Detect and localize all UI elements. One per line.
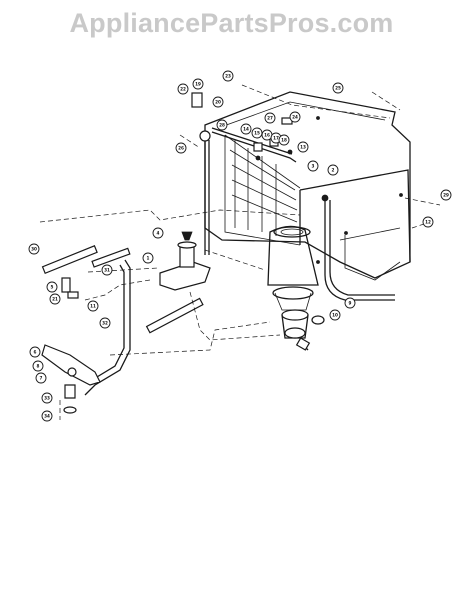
callout-2: 2 xyxy=(327,164,339,176)
callout-28: 28 xyxy=(216,119,228,131)
svg-text:19: 19 xyxy=(195,82,201,87)
svg-text:31: 31 xyxy=(104,268,110,273)
svg-text:21: 21 xyxy=(52,297,58,302)
dishwasher-tub xyxy=(204,91,411,311)
assembly-lines xyxy=(39,84,441,420)
callout-15: 15 xyxy=(251,127,263,139)
callout-24: 24 xyxy=(289,111,301,123)
lower-spray-arm xyxy=(41,344,101,386)
svg-text:23: 23 xyxy=(225,74,231,79)
callout-1: 1 xyxy=(142,252,154,264)
callout-22: 22 xyxy=(177,83,189,95)
svg-text:34: 34 xyxy=(44,414,50,419)
svg-text:14: 14 xyxy=(243,127,249,132)
callout-13: 13 xyxy=(297,141,309,153)
callout-31: 31 xyxy=(101,264,113,276)
svg-text:13: 13 xyxy=(300,145,306,150)
svg-text:30: 30 xyxy=(31,247,37,252)
svg-text:20: 20 xyxy=(215,100,221,105)
svg-text:9: 9 xyxy=(349,301,352,306)
callout-3: 3 xyxy=(307,160,319,172)
door-gasket xyxy=(204,127,297,255)
svg-text:5: 5 xyxy=(51,285,54,290)
svg-text:33: 33 xyxy=(44,396,50,401)
svg-text:7: 7 xyxy=(40,376,43,381)
svg-text:25: 25 xyxy=(335,86,341,91)
callout-20: 20 xyxy=(212,96,224,108)
callout-25: 25 xyxy=(332,82,344,94)
svg-text:1: 1 xyxy=(147,256,150,261)
svg-text:6: 6 xyxy=(34,350,37,355)
svg-text:12: 12 xyxy=(425,220,431,225)
svg-text:3: 3 xyxy=(312,164,315,169)
callout-30: 30 xyxy=(28,243,40,255)
svg-text:17: 17 xyxy=(273,136,279,141)
callout-7: 7 xyxy=(35,372,47,384)
svg-text:16: 16 xyxy=(264,133,270,138)
callout-18: 18 xyxy=(278,134,290,146)
callout-23: 23 xyxy=(222,70,234,82)
callout-5: 5 xyxy=(46,281,58,293)
callout-14: 14 xyxy=(240,123,252,135)
callouts: 19 23 25 22 20 26 27 28 15 16 17 18 24 1… xyxy=(28,70,452,422)
callout-12: 12 xyxy=(422,216,434,228)
callout-8: 8 xyxy=(32,360,44,372)
svg-text:10: 10 xyxy=(332,313,338,318)
spray-arm-assembly xyxy=(159,231,211,291)
rack-rails xyxy=(41,245,204,396)
svg-text:8: 8 xyxy=(37,364,40,369)
svg-text:2: 2 xyxy=(332,168,335,173)
callout-11: 11 xyxy=(87,300,99,312)
svg-text:15: 15 xyxy=(254,131,260,136)
svg-text:27: 27 xyxy=(267,116,273,121)
callout-4: 4 xyxy=(152,227,164,239)
drain-hose xyxy=(324,200,395,301)
svg-text:18: 18 xyxy=(281,138,287,143)
svg-text:11: 11 xyxy=(90,304,96,309)
callout-21: 21 xyxy=(49,293,61,305)
svg-text:24: 24 xyxy=(292,115,298,120)
callout-16: 16 xyxy=(261,129,273,141)
svg-text:32: 32 xyxy=(102,321,108,326)
callout-27: 27 xyxy=(264,112,276,124)
callout-34: 34 xyxy=(41,410,53,422)
callout-26: 26 xyxy=(175,142,187,154)
sump-and-pump xyxy=(281,309,325,351)
callout-32: 32 xyxy=(99,317,111,329)
svg-text:28: 28 xyxy=(219,123,225,128)
svg-text:29: 29 xyxy=(443,193,449,198)
callout-29: 29 xyxy=(440,189,452,201)
callout-6: 6 xyxy=(29,346,41,358)
watermark-text: AppliancePartsPros.com xyxy=(69,8,394,38)
callout-9: 9 xyxy=(344,297,356,309)
svg-text:4: 4 xyxy=(157,231,160,236)
callout-10: 10 xyxy=(329,309,341,321)
callout-19: 19 xyxy=(192,78,204,90)
callout-33: 33 xyxy=(41,392,53,404)
svg-text:22: 22 xyxy=(180,87,186,92)
svg-text:26: 26 xyxy=(178,146,184,151)
